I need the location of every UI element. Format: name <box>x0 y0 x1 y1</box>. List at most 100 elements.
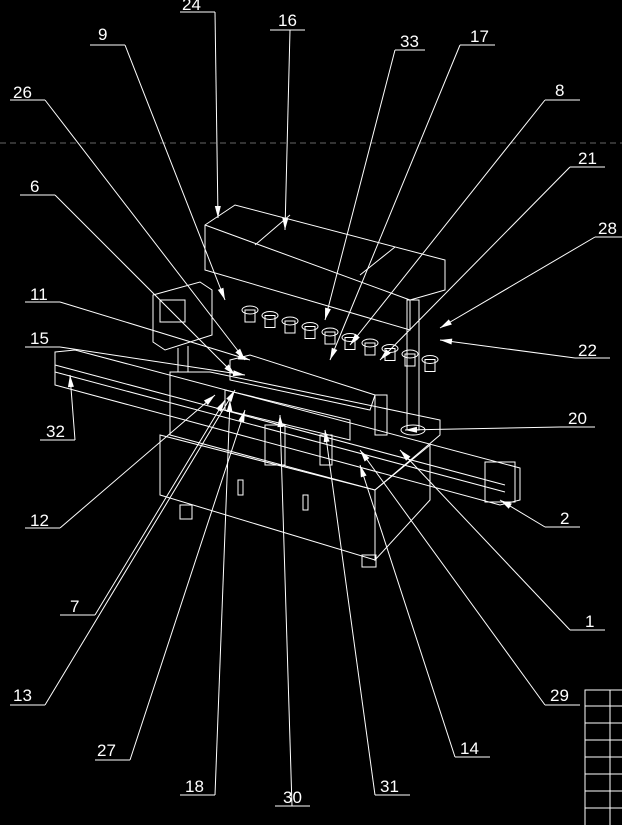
leader-line <box>324 49 396 321</box>
arrowhead-icon <box>350 333 360 345</box>
callout-6: 6 <box>20 177 236 376</box>
leader-line <box>214 11 219 219</box>
filling-nozzle <box>281 316 299 334</box>
leader-line <box>59 301 251 361</box>
filling-nozzle <box>241 305 259 323</box>
machine-drawing <box>54 204 521 568</box>
arrowhead-icon <box>330 347 338 360</box>
arrowhead-icon <box>360 450 370 462</box>
arrowhead-icon <box>400 450 411 461</box>
callout-12: 12 <box>25 394 216 530</box>
leader-line <box>214 399 231 796</box>
arrowhead-icon <box>217 287 225 300</box>
callout-number: 1 <box>585 612 594 631</box>
callout-29: 29 <box>359 449 580 706</box>
callout-9: 9 <box>90 25 226 301</box>
callout-number: 22 <box>578 341 597 360</box>
leader-line <box>284 29 291 231</box>
callout-24: 24 <box>180 0 221 219</box>
cabinet-side <box>374 443 431 562</box>
callout-16: 16 <box>270 11 305 231</box>
callout-number: 26 <box>13 83 32 102</box>
title-block <box>584 689 622 825</box>
arrowhead-icon <box>232 370 245 377</box>
callout-28: 28 <box>439 219 622 329</box>
leader-line <box>44 99 246 361</box>
filling-rail <box>229 354 376 411</box>
leader-line <box>129 409 246 761</box>
arrowhead-icon <box>405 426 418 433</box>
leader-line <box>349 99 546 346</box>
leader-line <box>379 166 571 361</box>
callout-18: 18 <box>180 399 233 796</box>
callout-22: 22 <box>439 338 610 360</box>
callout-number: 29 <box>550 686 569 705</box>
leader-line <box>59 346 246 376</box>
leader-line <box>124 44 226 301</box>
callout-number: 33 <box>400 32 419 51</box>
arrowhead-icon <box>360 465 367 478</box>
arrowhead-icon <box>237 353 250 360</box>
callout-7: 7 <box>60 399 226 616</box>
callout-number: 15 <box>30 329 49 348</box>
filling-nozzle <box>381 344 399 361</box>
filling-nozzle <box>361 338 379 356</box>
callout-31: 31 <box>323 429 410 796</box>
leader-line <box>329 44 461 361</box>
table-top <box>169 371 441 491</box>
leader-line <box>439 339 576 359</box>
arrowhead-icon <box>238 410 245 423</box>
filling-nozzle <box>261 311 279 328</box>
leader-line <box>404 426 561 431</box>
callout-number: 6 <box>30 177 39 196</box>
leader-line <box>359 449 546 706</box>
callout-14: 14 <box>359 464 490 758</box>
arrowhead-icon <box>224 364 235 375</box>
callout-number: 17 <box>470 27 489 46</box>
callout-21: 21 <box>379 149 605 361</box>
arrowhead-icon <box>323 430 330 443</box>
callout-number: 14 <box>460 739 479 758</box>
arrowhead-icon <box>226 400 233 413</box>
callout-number: 16 <box>278 11 297 30</box>
callout-number: 9 <box>98 25 107 44</box>
filling-nozzle <box>401 349 419 367</box>
callout-number: 18 <box>185 777 204 796</box>
callout-13: 13 <box>10 389 236 706</box>
arrowhead-icon <box>226 390 235 402</box>
callout-32: 32 <box>40 374 76 441</box>
callout-15: 15 <box>25 329 246 377</box>
leader-line <box>399 449 571 631</box>
callout-11: 11 <box>25 285 251 361</box>
arrowhead-icon <box>277 415 284 428</box>
callout-27: 27 <box>95 409 246 761</box>
arrowhead-icon <box>67 375 74 388</box>
arrowhead-icon <box>203 395 215 406</box>
arrowhead-icon <box>282 217 289 230</box>
filling-nozzle <box>321 327 339 345</box>
callout-8: 8 <box>349 81 580 346</box>
arrowhead-icon <box>380 349 391 360</box>
callout-number: 2 <box>560 509 569 528</box>
callout-number: 28 <box>598 219 617 238</box>
arrowhead-icon <box>216 400 225 412</box>
conveyor <box>54 349 521 506</box>
leader-line <box>439 236 596 329</box>
callout-number: 12 <box>30 511 49 530</box>
leader-line <box>54 194 236 376</box>
callout-20: 20 <box>404 409 595 433</box>
callout-number: 27 <box>97 741 116 760</box>
leader-line <box>279 414 293 807</box>
filling-nozzle <box>421 355 439 372</box>
callout-2: 2 <box>499 499 580 528</box>
conveyor-motor <box>484 461 516 503</box>
callout-number: 31 <box>380 777 399 796</box>
leader-line <box>324 429 376 796</box>
leader-line <box>94 399 226 616</box>
callout-number: 13 <box>13 686 32 705</box>
leader-line <box>359 464 456 758</box>
callout-number: 11 <box>30 285 48 304</box>
callout-number: 32 <box>46 422 65 441</box>
leader-line <box>59 394 216 529</box>
